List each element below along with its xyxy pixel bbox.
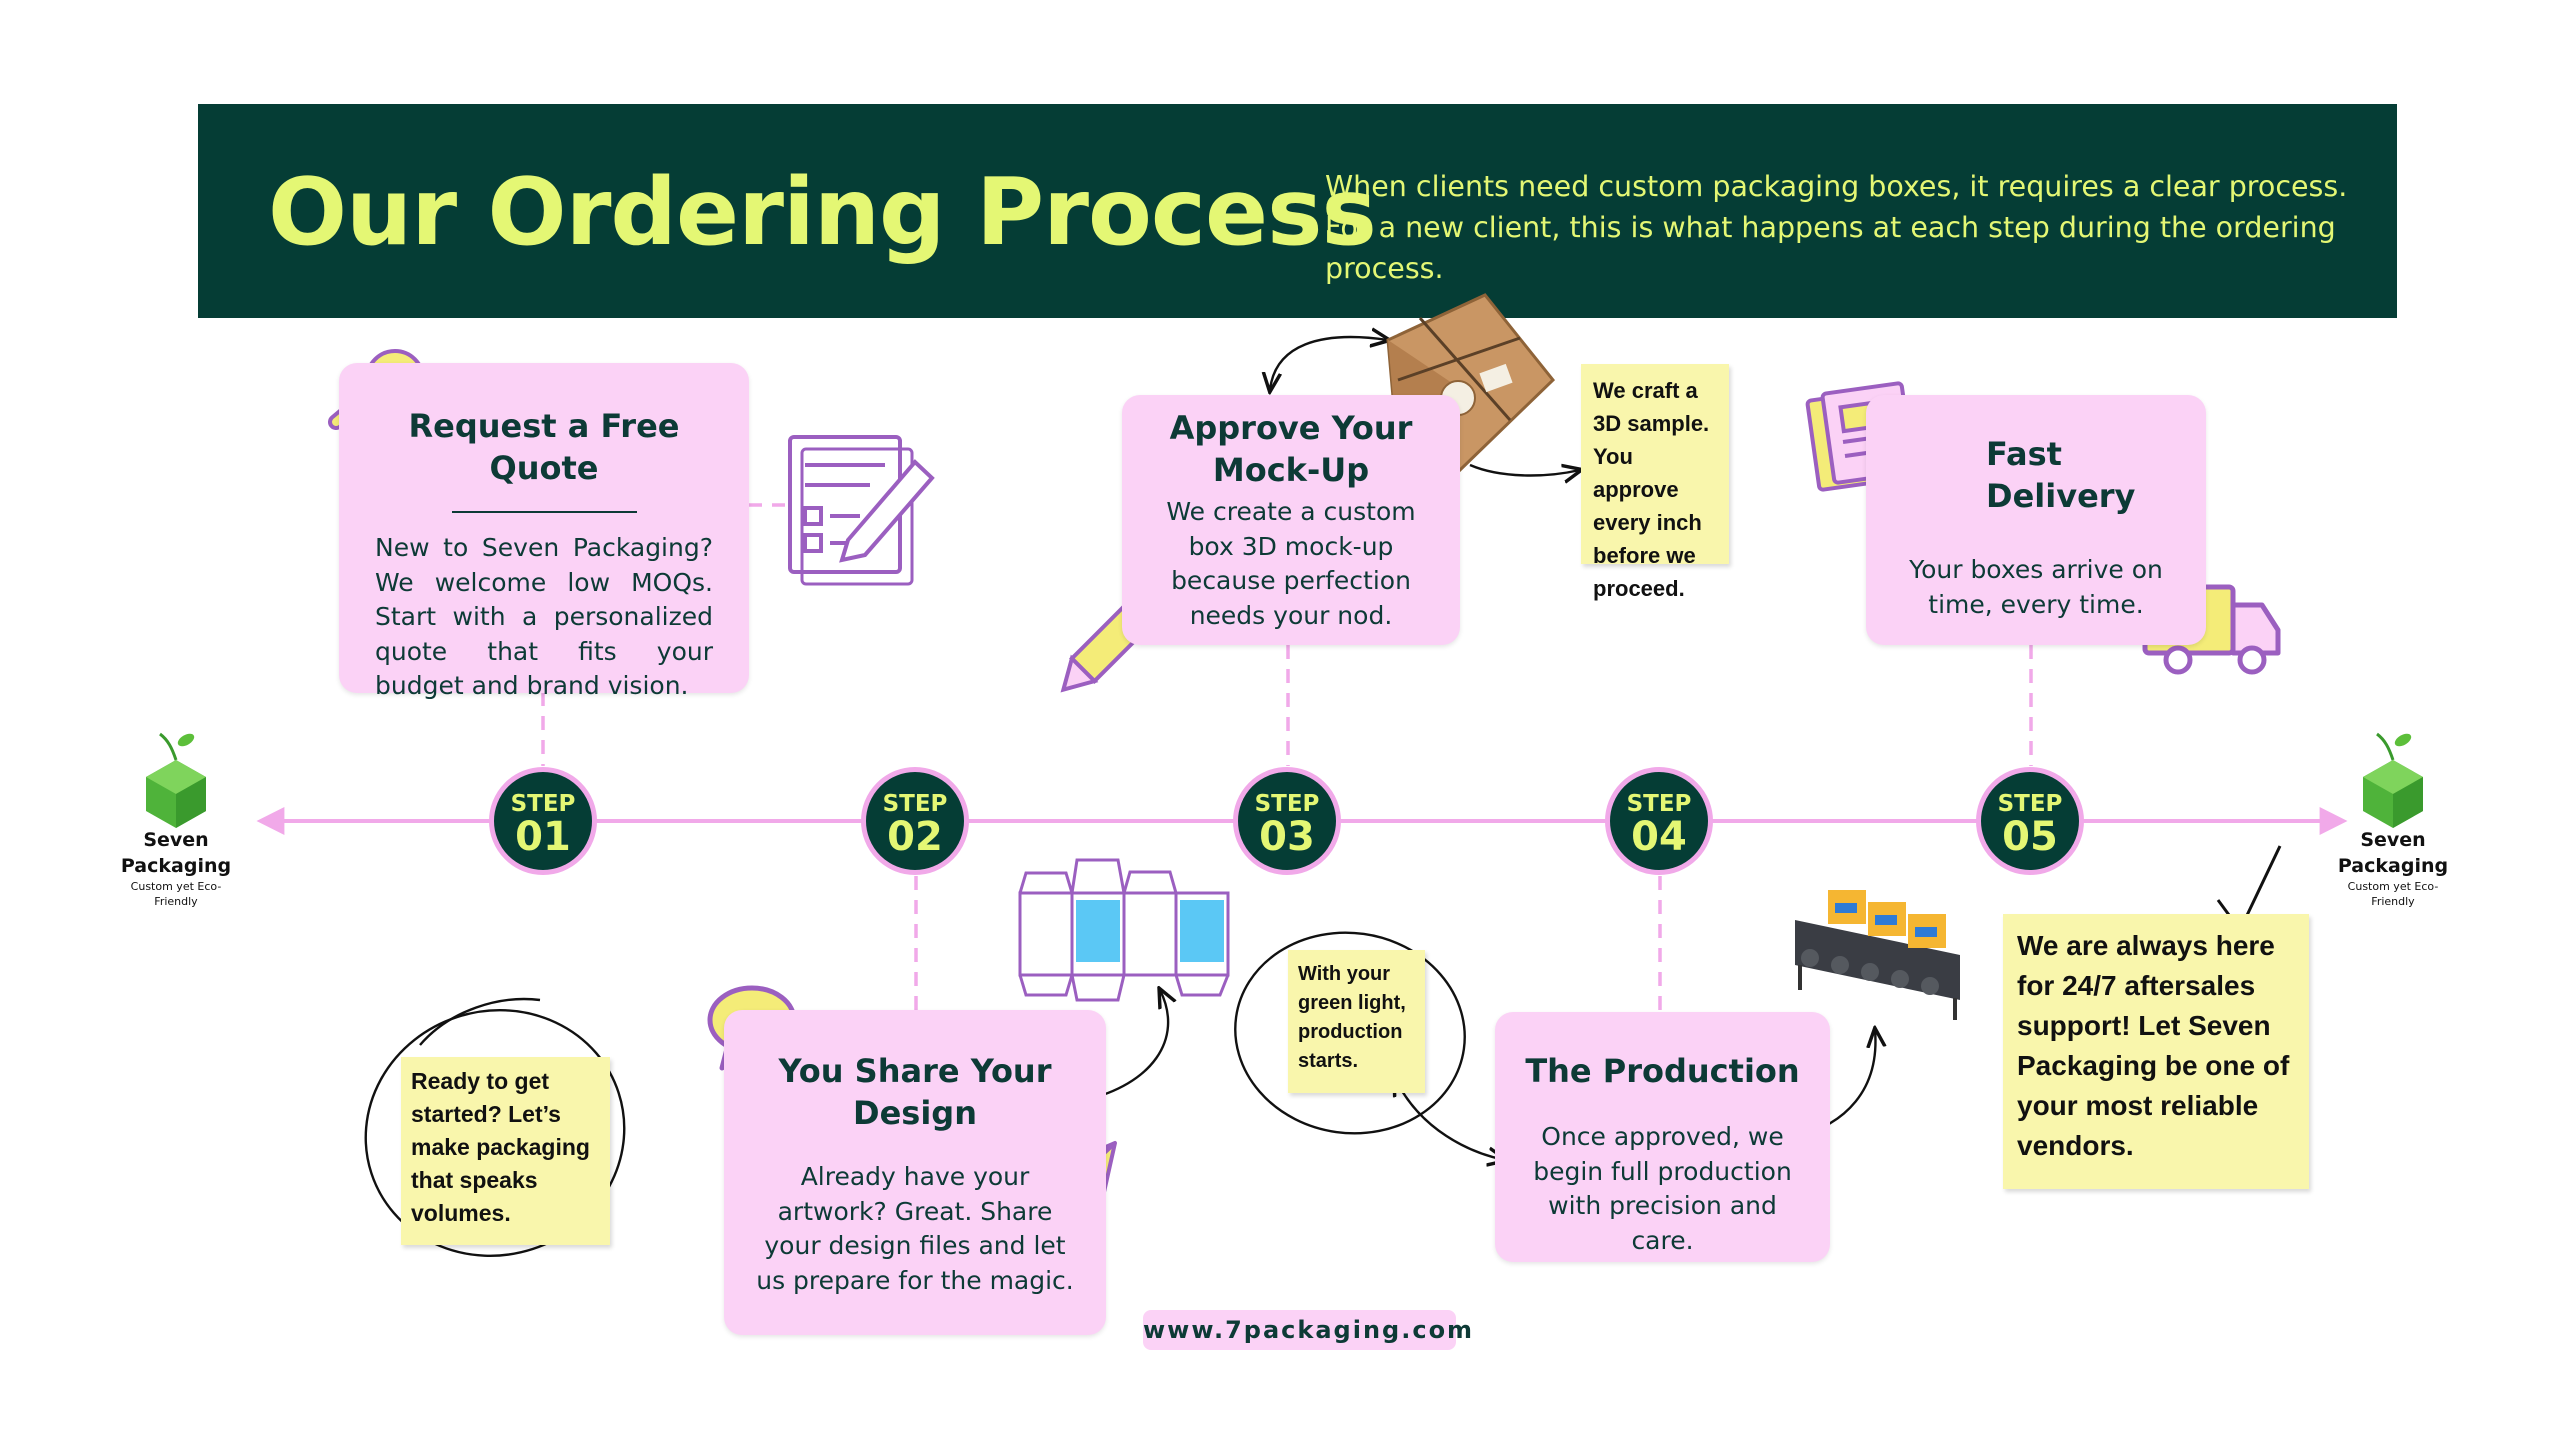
card-text: New to Seven Packaging? We welcome low M… bbox=[375, 533, 713, 700]
page-title: Our Ordering Process bbox=[268, 158, 1377, 266]
note-green-light: With your green light, production starts… bbox=[1288, 950, 1425, 1093]
card-text: Once approved, we begin full production … bbox=[1533, 1122, 1792, 1255]
card-title: Request a Free Quote bbox=[408, 407, 680, 487]
card-approve-mockup: Approve Your Mock-Up We create a custom … bbox=[1122, 395, 1460, 645]
website-link[interactable]: www.7packaging.com bbox=[1143, 1310, 1472, 1350]
step-04-badge: STEP 04 bbox=[1605, 767, 1713, 875]
brand-left: Seven Packaging Custom yet Eco-Friendly bbox=[116, 827, 236, 909]
header-banner bbox=[198, 104, 2397, 318]
card-text: Already have your artwork? Great. Share … bbox=[756, 1162, 1074, 1295]
step-05-badge: STEP 05 bbox=[1976, 767, 2084, 875]
page-subtitle: When clients need custom packaging boxes… bbox=[1325, 170, 2348, 285]
brand-tagline: Custom yet Eco-Friendly bbox=[130, 880, 222, 908]
arrow-dieline-to-card bbox=[1085, 990, 1168, 1100]
brand-name: Seven Packaging bbox=[120, 829, 232, 877]
cube-logo-icon bbox=[2363, 732, 2423, 828]
note-support: We are always here for 24/7 aftersales s… bbox=[2003, 914, 2309, 1189]
box-dieline-icon bbox=[1018, 858, 1230, 1002]
brand-right: Seven Packaging Custom yet Eco-Friendly bbox=[2333, 827, 2453, 909]
card-fast-delivery: Fast Delivery Your boxes arrive on time,… bbox=[1866, 395, 2206, 645]
scribble-circle-green-light bbox=[1234, 931, 1466, 1135]
card-title: Fast Delivery bbox=[1986, 435, 2136, 515]
card-request-quote: Request a Free Quote New to Seven Packag… bbox=[339, 363, 749, 700]
step-01-badge: STEP 01 bbox=[489, 767, 597, 875]
title-underline bbox=[451, 511, 637, 513]
card-text: We create a custom box 3D mock-up becaus… bbox=[1166, 497, 1416, 630]
conveyor-icon bbox=[1795, 890, 1960, 1020]
document-pencil-icon bbox=[788, 435, 935, 586]
card-title: You Share Your Design bbox=[778, 1052, 1052, 1132]
step-02-badge: STEP 02 bbox=[861, 767, 969, 875]
cube-logo-icon bbox=[146, 732, 206, 828]
arrow-note-to-production bbox=[1395, 1078, 1505, 1160]
brand-name: Seven Packaging bbox=[2337, 829, 2449, 877]
note-ready: Ready to get started? Let’s make packagi… bbox=[401, 1057, 610, 1245]
card-title: The Production bbox=[1525, 1052, 1800, 1090]
step-03-badge: STEP 03 bbox=[1233, 767, 1341, 875]
brand-tagline: Custom yet Eco-Friendly bbox=[2347, 880, 2439, 908]
note-sample: We craft a 3D sample. You approve every … bbox=[1581, 364, 1729, 601]
card-production: The Production Once approved, we begin f… bbox=[1495, 1012, 1830, 1262]
arrow-approve-to-box bbox=[1270, 337, 1388, 390]
card-text: Your boxes arrive on time, every time. bbox=[1909, 555, 2163, 619]
card-share-design: You Share Your Design Already have your … bbox=[724, 1010, 1106, 1335]
arrow-box-to-note bbox=[1469, 465, 1580, 475]
card-title: Approve Your Mock-Up bbox=[1169, 409, 1413, 489]
